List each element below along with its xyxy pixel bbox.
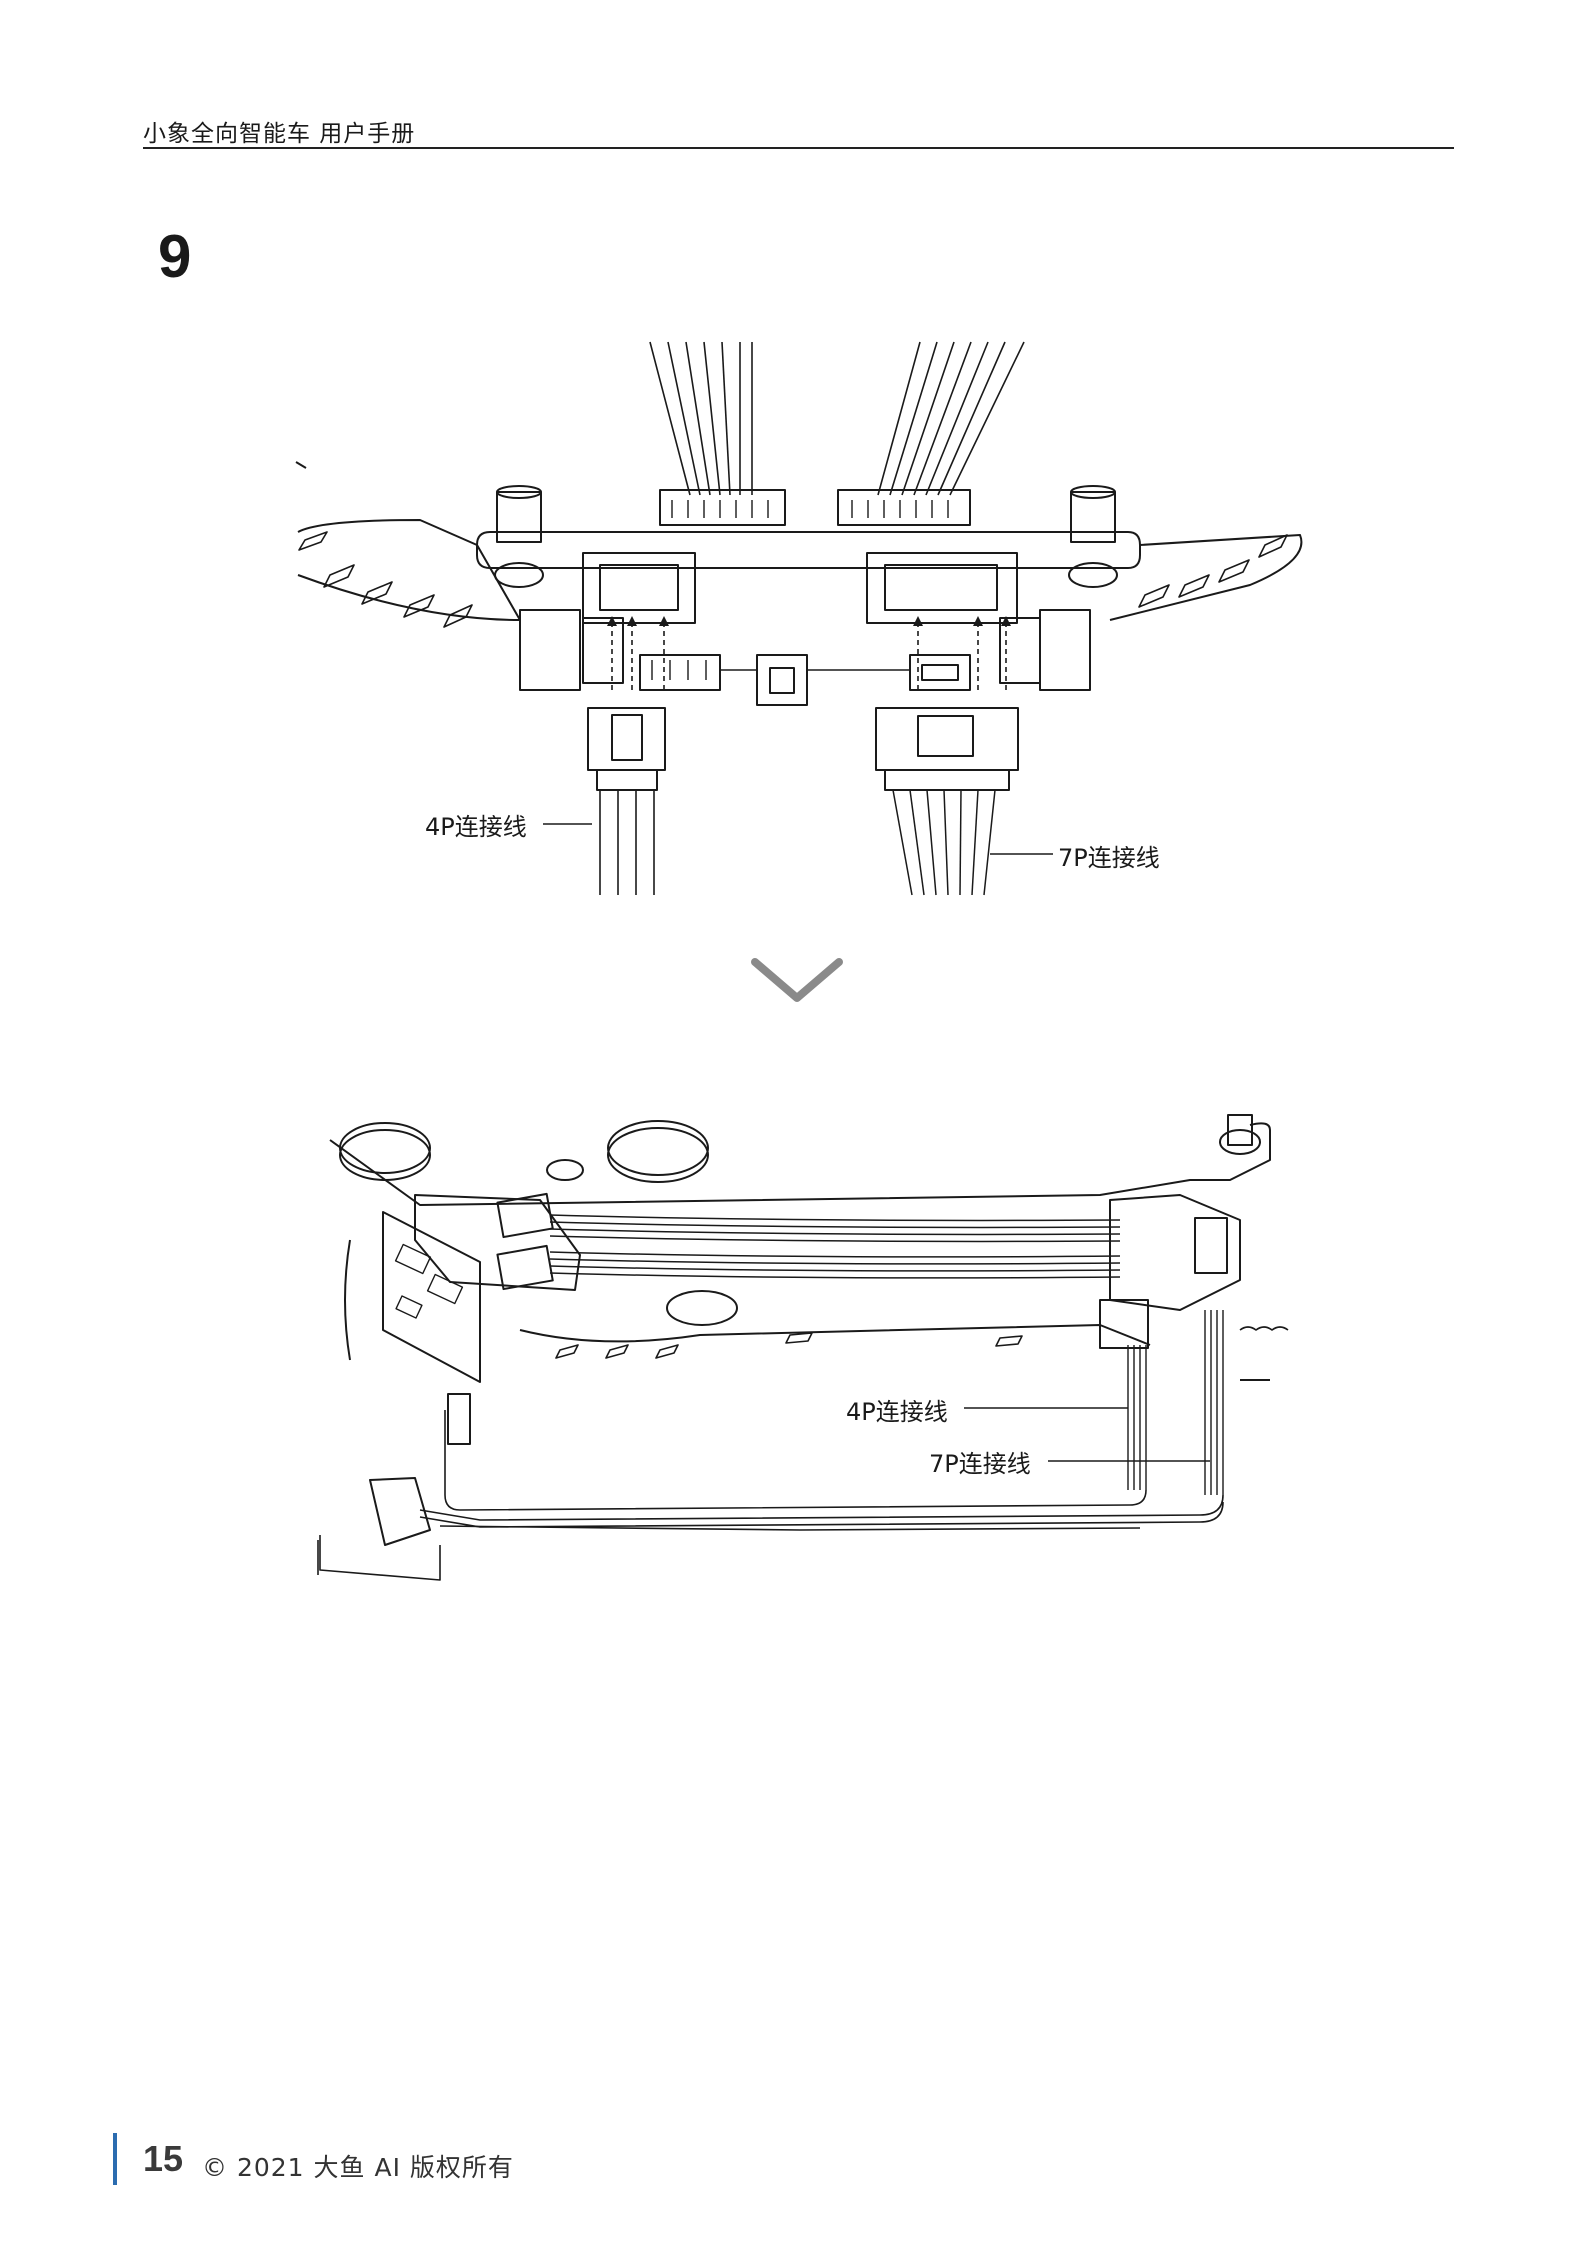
label-7p-cable-top: 7P连接线: [1058, 844, 1160, 872]
label-7p-cable-bottom: 7P连接线: [929, 1450, 1031, 1478]
page-number: 15: [143, 2138, 184, 2179]
driver-board: [382, 1211, 481, 1383]
lower-left-connector: [369, 1477, 431, 1546]
connector-block-right: [1109, 1194, 1241, 1311]
label-4p-cable-bottom: 4P连接线: [846, 1398, 948, 1426]
label-4p-cable-top: 4P连接线: [425, 813, 527, 841]
socket-right: [866, 552, 1018, 624]
cable-7p: [892, 789, 996, 896]
top-connector-right: [837, 489, 971, 526]
housing-7p: [875, 707, 1019, 771]
chevron-down-icon: [751, 958, 843, 1002]
jumper-part-left: [639, 654, 721, 691]
insertion-guides: [611, 622, 1007, 690]
copyright-text: © 2021 大鱼 AI 版权所有: [202, 2153, 514, 2182]
connector-block-left: [414, 1194, 581, 1291]
chassis-plate-edge: [519, 1324, 1151, 1346]
header-title: 小象全向智能车 用户手册: [143, 121, 416, 147]
footer-accent-bar: [113, 2133, 117, 2185]
cable-drop-right: [1127, 1310, 1224, 1495]
bottom-assembled-diagram: [317, 1114, 1289, 1581]
housing-4p: [587, 707, 666, 771]
top-exploded-diagram: [295, 341, 1303, 896]
side-connector-right: [1039, 609, 1091, 691]
ribbon-cable-top: [549, 1214, 1121, 1279]
chassis-top-edge: [329, 1122, 1271, 1206]
jumper-part-right: [909, 654, 971, 691]
standoff-left: [496, 491, 542, 543]
wheel-hub-3: [666, 1290, 738, 1326]
board-connector: [447, 1393, 471, 1445]
step-number: 9: [158, 223, 192, 290]
cable-4p: [599, 790, 655, 895]
corner-connector: [1099, 1299, 1149, 1349]
header-divider: [143, 147, 1454, 149]
ribbon-cable-right: [877, 341, 1025, 496]
jumper-part-center: [756, 654, 808, 706]
arm-plate-left: [297, 519, 521, 621]
side-connector-left: [519, 609, 581, 691]
top-connector-left: [659, 489, 786, 526]
top-plate: [476, 531, 1141, 569]
cable-loop-bottom: [419, 1410, 1224, 1531]
socket-left: [582, 552, 696, 624]
standoff-right: [1070, 491, 1116, 543]
ribbon-cable-left: [649, 341, 753, 496]
wheel-hub-2: [607, 1127, 709, 1183]
arm-plate-right: [1109, 534, 1303, 621]
